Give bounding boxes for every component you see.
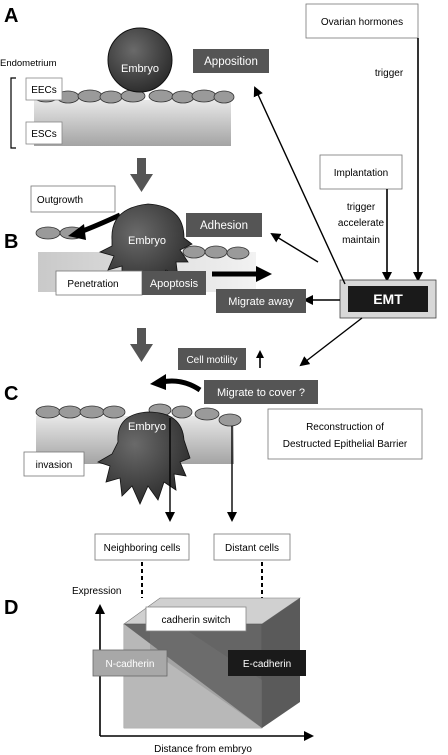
apoptosis-box xyxy=(142,271,206,295)
apposition-label: Apposition xyxy=(204,56,258,68)
embryo-b-label: Embryo xyxy=(128,235,166,247)
invasion-label: invasion xyxy=(36,460,73,471)
implantation-label: Implantation xyxy=(334,168,388,179)
escs-box xyxy=(25,121,63,145)
e-cadherin-box xyxy=(228,650,306,676)
migrate-cover-arrow xyxy=(161,378,202,393)
ovarian-hormones-box xyxy=(305,3,419,39)
adhesion-label: Adhesion xyxy=(200,220,248,232)
endometrium-label: Endometrium xyxy=(0,58,57,69)
apoptosis-label: Apoptosis xyxy=(150,278,199,290)
cadherin-switch-box xyxy=(145,606,247,632)
penetration-box xyxy=(55,270,143,296)
migrate-away-label: Migrate away xyxy=(228,296,294,308)
neighboring-cells-box xyxy=(94,533,190,561)
apposition-box xyxy=(193,49,269,73)
panel-a-label: A xyxy=(4,5,18,27)
emt-to-adhesion-arrow xyxy=(270,232,319,263)
neighboring-cells-label: Neighboring cells xyxy=(104,543,181,554)
migrate-cover-box xyxy=(204,380,318,404)
reconstruction-line-1: Reconstruction of xyxy=(306,422,384,433)
escs-label: ESCs xyxy=(31,129,57,140)
panel-d-label: D xyxy=(4,597,18,619)
adhesion-box xyxy=(186,213,262,237)
migrate-cover-arrowhead xyxy=(150,374,166,390)
ovarian-hormones-label: Ovarian hormones xyxy=(321,17,403,28)
implantation-maintain-label: maintain xyxy=(342,235,380,246)
distant-cells-box xyxy=(213,533,291,561)
cell-motility-box xyxy=(178,348,246,370)
implantation-box xyxy=(319,154,403,190)
outgrowth-label: Outgrowth xyxy=(37,195,83,206)
stage-b-to-c-arrow xyxy=(130,328,153,362)
panel-b-label: B xyxy=(4,231,18,253)
embryo-c-label: Embryo xyxy=(128,421,166,433)
implantation-accelerate-label: accelerate xyxy=(338,218,385,229)
emt-to-apposition-arrow xyxy=(253,86,346,285)
eecs-label: EECs xyxy=(31,85,57,96)
outgrowth-box xyxy=(30,185,116,213)
distance-axis-label: Distance from embryo xyxy=(154,744,252,755)
hormones-trigger-label: trigger xyxy=(375,68,404,79)
cell-motility-label: Cell motility xyxy=(186,355,237,366)
stage-a-to-b-arrow xyxy=(130,158,153,192)
endometrium-tissue-a xyxy=(34,100,231,146)
e-cadherin-label: E-cadherin xyxy=(243,659,291,670)
outgrowth-arrowhead xyxy=(68,224,86,240)
implantation-trigger-label: trigger xyxy=(347,202,376,213)
eecs-box xyxy=(25,77,63,101)
endometrium-bracket xyxy=(10,77,16,149)
embryo-a xyxy=(107,27,173,93)
embryo-a-label: Embryo xyxy=(121,63,159,75)
migrate-away-arrowhead xyxy=(256,266,272,282)
migrate-away-box xyxy=(216,289,306,313)
migrate-cover-label: Migrate to cover ? xyxy=(217,387,305,399)
emt-label: EMT xyxy=(373,291,403,307)
reconstruction-box xyxy=(267,408,423,460)
n-cadherin-box xyxy=(92,649,168,677)
penetration-label: Penetration xyxy=(67,279,118,290)
epithelial-cells-a xyxy=(33,89,235,104)
cadherin-switch-label: cadherin switch xyxy=(162,615,231,626)
n-cadherin-label: N-cadherin xyxy=(106,659,155,670)
expression-axis-label: Expression xyxy=(72,586,121,597)
reconstruction-line-2: Destructed Epithelial Barrier xyxy=(283,439,408,450)
panel-c-label: C xyxy=(4,383,18,405)
emt-to-migrate-cover-arrow xyxy=(299,317,363,367)
invasion-box xyxy=(23,451,85,477)
embryo-c xyxy=(97,411,191,505)
emt-box xyxy=(348,286,428,312)
distant-cells-label: Distant cells xyxy=(225,543,279,554)
